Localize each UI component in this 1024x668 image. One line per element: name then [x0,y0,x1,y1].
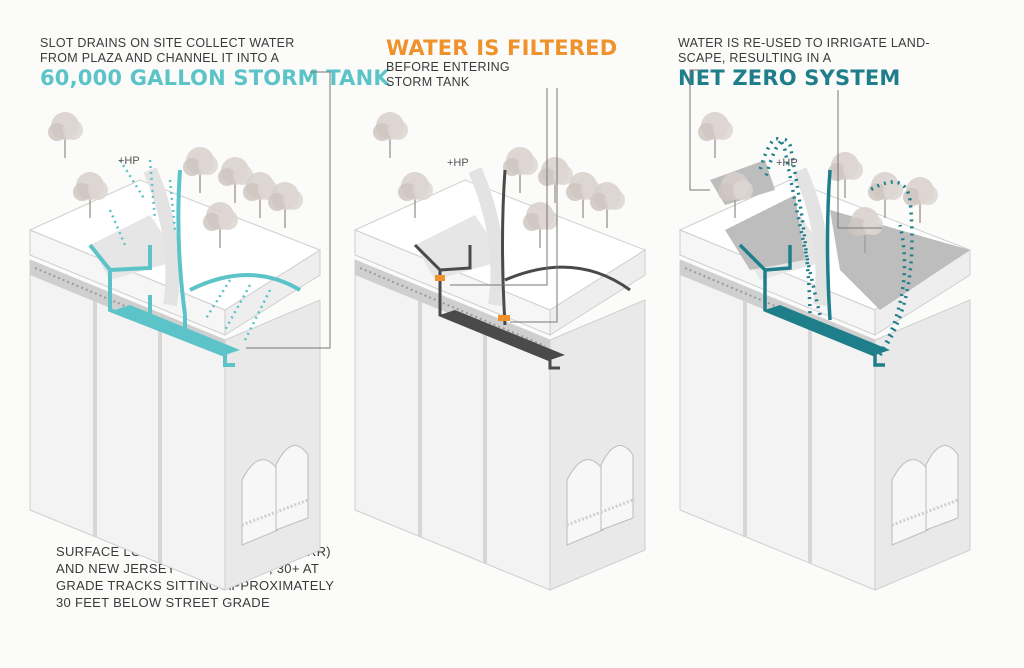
panel-1-caption-line: FROM PLAZA AND CHANNEL IT INTO A [40,51,280,65]
panel-3-caption-line: WATER IS RE-USED TO IRRIGATE LAND- [678,36,930,50]
panel-3-caption: WATER IS RE-USED TO IRRIGATE LAND- SCAPE… [678,36,930,90]
filter-marker-icon [435,275,510,321]
panel-3-caption-line: SCAPE, RESULTING IN A [678,51,832,65]
teal-drain-lines [88,169,302,367]
panel-1-caption-line: SLOT DRAINS ON SITE COLLECT WATER [40,36,295,50]
panel-2-caption: WATER IS FILTERED BEFORE ENTERING STORM … [386,36,617,90]
panel-2-building [355,111,645,590]
footer-caption-line: 30 FEET BELOW STREET GRADE [56,595,270,610]
leader-arrow-icon [689,69,710,191]
panel-3-building [680,111,970,590]
panel-2-headline: WATER IS FILTERED [386,36,618,60]
panel-2-caption-line: BEFORE ENTERING [386,60,510,74]
panel-1-building [30,111,320,590]
leader-arrow-icon [837,90,882,229]
leader-arrow-icon [450,88,548,286]
panel-1-headline: 60,000 GALLON STORM TANK [40,66,390,90]
panel-3-hp-marker: +HP [776,157,798,169]
panel-3-headline: NET ZERO SYSTEM [678,66,901,90]
panel-2-hp-marker: +HP [447,157,469,169]
panel-1-hp-marker: +HP [118,155,140,167]
footer-caption-line: GRADE TRACKS SITTING APPROXIMATELY [56,578,335,593]
leader-arrow-icon [510,88,558,323]
flow-arrow-icon [758,137,914,357]
panel-2-caption-line: STORM TANK [386,75,470,89]
panel-1-caption: SLOT DRAINS ON SITE COLLECT WATER FROM P… [40,36,390,90]
leader-arrow-icon [246,71,331,349]
flow-arrow-icon [108,159,272,341]
